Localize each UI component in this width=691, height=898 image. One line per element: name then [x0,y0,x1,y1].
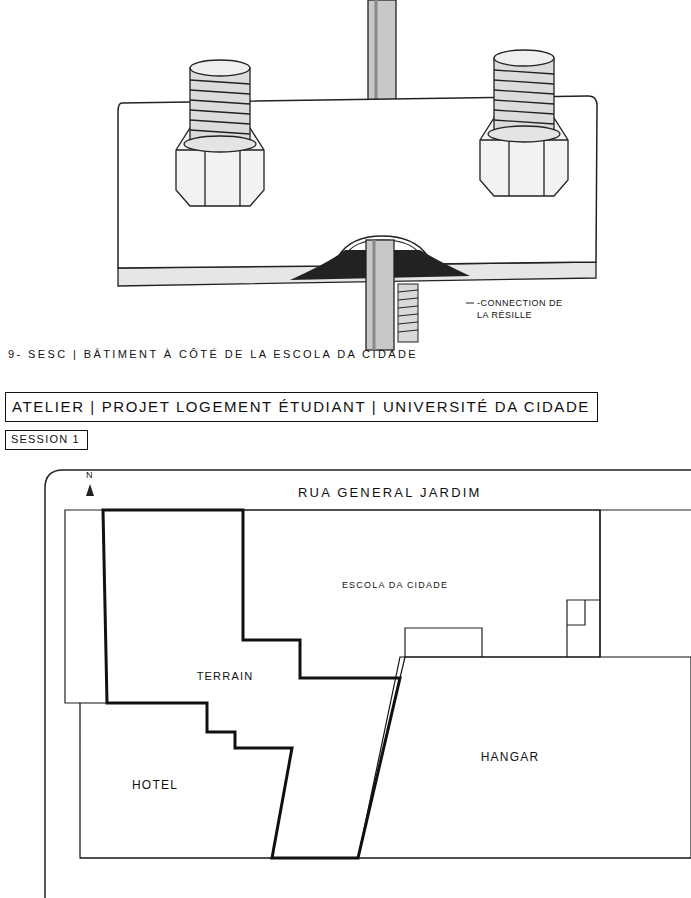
region-outline [243,510,604,682]
region-label: TERRAIN [195,670,256,682]
region-label: ESCOLA DA CIDADE [340,580,450,590]
building-region: HOTEL [80,703,292,858]
street-name: RUA GENERAL JARDIM [298,485,482,500]
north-label: N [86,470,93,480]
box-label: SESSION 1 [11,433,82,445]
building-region: HANGAR [358,657,691,858]
callout-note: -CONNECTION DE LA RÉSILLE [477,297,569,321]
region-label: HANGAR [479,750,542,764]
title-text: ATELIER | PROJET LOGEMENT ÉTUDIANT | UNI… [12,398,590,415]
site-region: TERRAIN [103,510,400,858]
region-outline [80,703,296,862]
caption-note: 9- SESC | BÂTIMENT À CÔTÉ DE LA ESCOLA D… [8,348,418,360]
building-region: ESCOLA DA CIDADE [243,510,600,678]
region-outline [103,510,404,862]
title-box: ATELIER | PROJET LOGEMENT ÉTUDIANT | UNI… [5,392,598,422]
session-box: SESSION 1 [5,430,88,450]
region-label: HOTEL [130,778,180,792]
